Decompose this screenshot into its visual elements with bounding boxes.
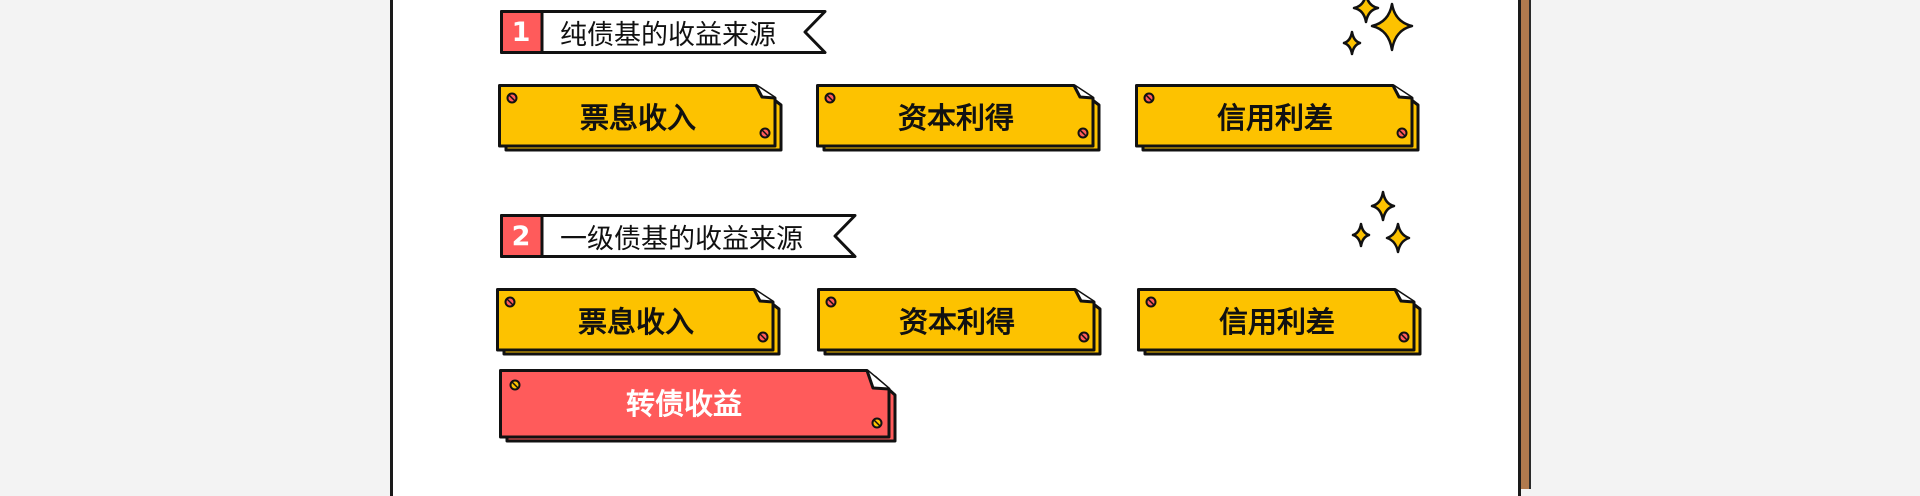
tag-label: 资本利得 bbox=[898, 305, 1015, 339]
tag-coupon-income-1[interactable]: 票息收入 bbox=[498, 84, 788, 152]
section-1-title: 纯债基的收益来源 bbox=[560, 19, 776, 51]
section-2-number: 2 bbox=[511, 220, 531, 252]
tag-credit-spread-2[interactable]: 信用利差 bbox=[1137, 288, 1427, 356]
section-2-title: 一级债基的收益来源 bbox=[560, 223, 803, 255]
tag-label: 信用利差 bbox=[1218, 305, 1335, 339]
tag-convertible-bond-income[interactable]: 转债收益 bbox=[499, 369, 899, 443]
section-2-heading: 2 一级债基的收益来源 bbox=[500, 214, 860, 258]
tag-credit-spread-1[interactable]: 信用利差 bbox=[1135, 84, 1425, 152]
tag-label: 信用利差 bbox=[1216, 101, 1333, 135]
section-1-number: 1 bbox=[511, 16, 531, 48]
tag-coupon-income-2[interactable]: 票息收入 bbox=[496, 288, 786, 356]
card-frame-edge bbox=[1521, 0, 1531, 489]
sparkle-icon bbox=[1351, 190, 1411, 254]
tag-capital-gains-1[interactable]: 资本利得 bbox=[816, 84, 1106, 152]
tag-label: 资本利得 bbox=[897, 101, 1014, 135]
tag-label: 票息收入 bbox=[579, 101, 696, 135]
tag-label: 转债收益 bbox=[625, 387, 742, 421]
sparkle-icon bbox=[1342, 0, 1414, 56]
section-1-heading: 1 纯债基的收益来源 bbox=[500, 10, 830, 54]
tag-label: 票息收入 bbox=[577, 305, 694, 339]
tag-capital-gains-2[interactable]: 资本利得 bbox=[817, 288, 1107, 356]
